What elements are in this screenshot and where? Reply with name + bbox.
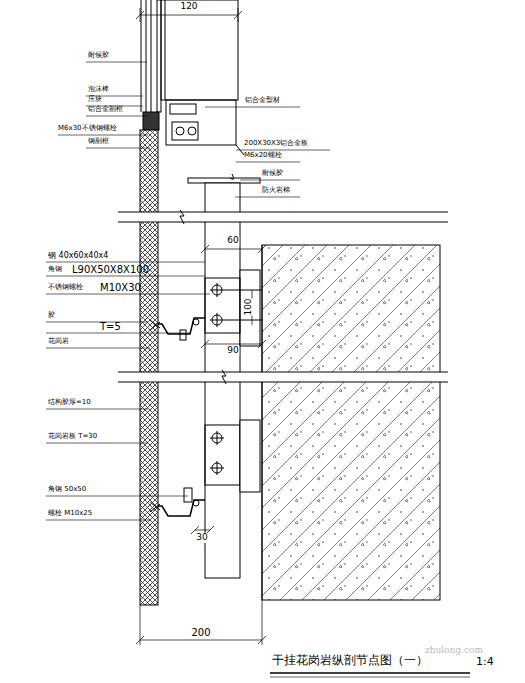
part-label: 防火岩棉	[262, 187, 290, 195]
part-label: 泡沫棒	[88, 86, 109, 94]
watermark: zhulong.com	[425, 646, 483, 656]
dimension-text: 30	[195, 533, 208, 543]
part-label: 花岗岩	[48, 338, 69, 346]
part-label: 钢副框	[88, 138, 109, 146]
part-label: 铝合金副框	[88, 106, 123, 114]
part-label: M6x20螺栓	[244, 152, 282, 160]
part-label: 螺栓 M10x25	[48, 510, 92, 518]
part-label: 花岗岩板 T=30	[48, 433, 97, 441]
part-label: M6x30不锈钢螺栓	[58, 125, 117, 133]
dimension-text: L90X50X8X100	[72, 264, 149, 275]
dimension-text: 60	[226, 236, 239, 246]
dimension-text: 100	[244, 298, 254, 315]
part-label: 铝合金型材	[245, 97, 280, 105]
dimension-text: T=5	[100, 321, 121, 332]
part-label: 不锈钢螺栓	[48, 284, 83, 292]
dimension-text: 200	[190, 627, 211, 638]
part-label: 耐候胶	[262, 170, 283, 178]
dimension-text: M10X30	[100, 282, 141, 293]
part-label: 胶	[48, 312, 55, 320]
part-label: 角钢	[48, 266, 62, 274]
drawing-title: 干挂花岗岩纵剖节点图（一）	[272, 654, 428, 667]
part-label: 压块	[88, 96, 102, 104]
dimension-text: 1:4	[476, 656, 494, 668]
part-label: 结构胶厚=10	[48, 399, 91, 407]
part-label: 钢 40x60x40x4	[48, 252, 108, 261]
part-label: 200X30X3铝合金板	[244, 140, 308, 148]
dimension-text: 90	[226, 346, 239, 356]
dimension-text: 120	[179, 2, 198, 12]
part-label: 角钢 50x50	[48, 486, 86, 494]
part-label: 耐候胶	[88, 52, 109, 60]
